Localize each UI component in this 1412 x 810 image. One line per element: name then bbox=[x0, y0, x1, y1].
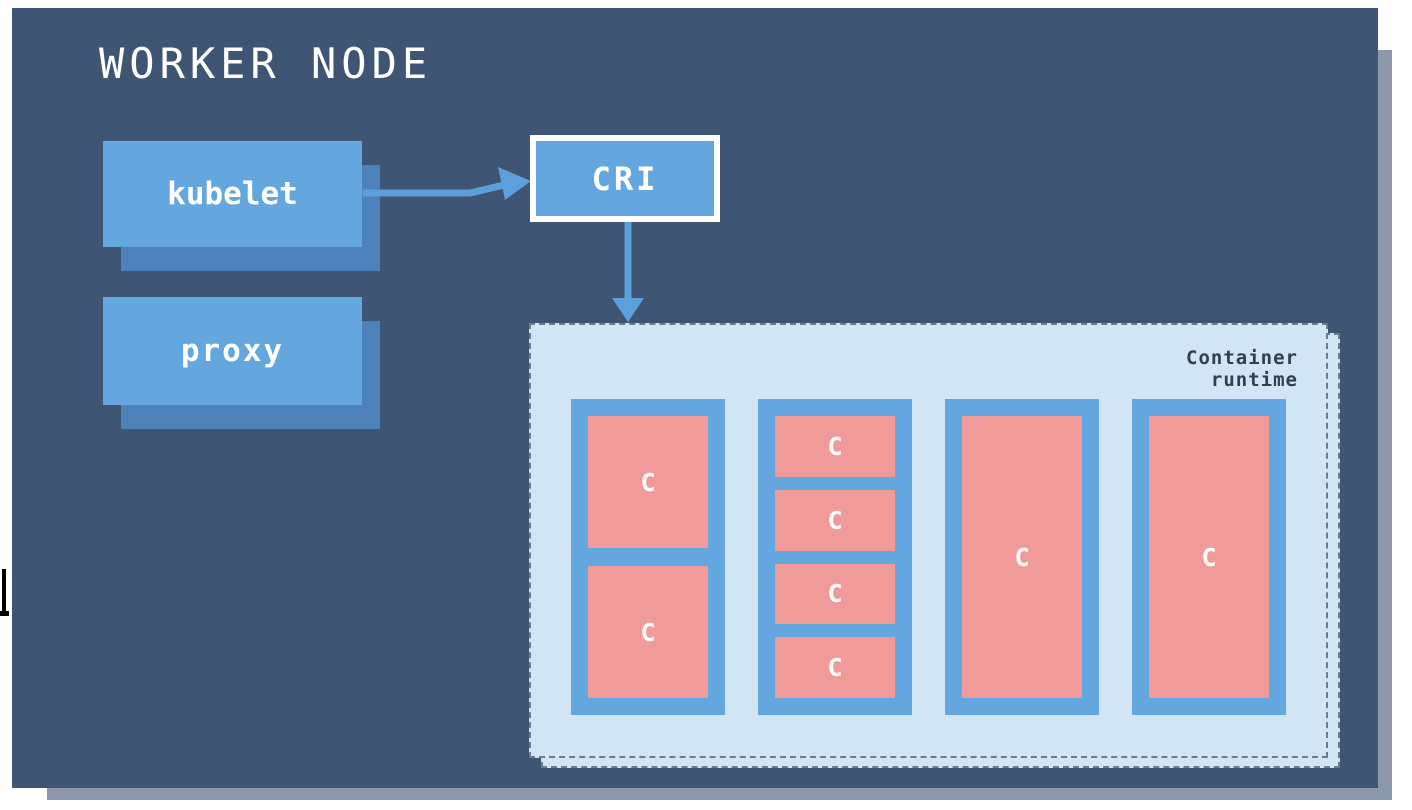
container: C bbox=[962, 416, 1082, 698]
cropped-text-artifact-vertical bbox=[2, 569, 6, 611]
container: C bbox=[1149, 416, 1269, 698]
kubelet-label: kubelet bbox=[167, 176, 298, 212]
container-runtime-label: Container runtime bbox=[1186, 347, 1298, 391]
worker-node-title: WORKER NODE bbox=[99, 39, 433, 88]
container: C bbox=[775, 637, 895, 698]
proxy-box: proxy bbox=[103, 297, 362, 405]
pod: C bbox=[945, 399, 1099, 715]
container: C bbox=[588, 566, 708, 698]
container: C bbox=[588, 416, 708, 548]
container: C bbox=[775, 489, 895, 551]
cri-label: CRI bbox=[591, 159, 659, 198]
cri-box: CRI bbox=[530, 135, 720, 222]
proxy-label: proxy bbox=[180, 333, 285, 369]
pod: C bbox=[1132, 399, 1286, 715]
kubelet-box: kubelet bbox=[103, 141, 362, 247]
container: C bbox=[775, 416, 895, 477]
cropped-text-artifact-horizontal bbox=[0, 611, 9, 616]
container: C bbox=[775, 563, 895, 625]
